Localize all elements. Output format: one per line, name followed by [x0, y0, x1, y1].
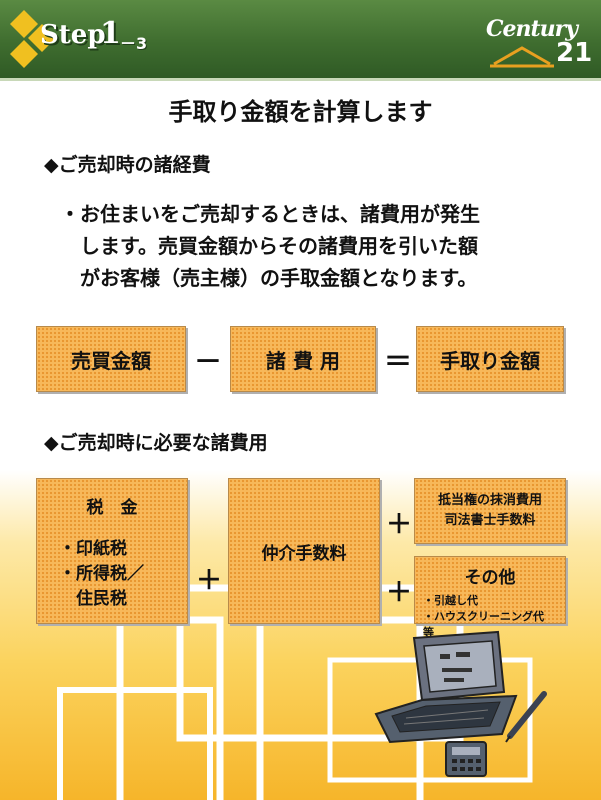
other-title: その他: [464, 568, 516, 588]
step-label: Step: [40, 20, 106, 50]
scrivener-line: 司法書士手数料: [444, 513, 536, 528]
net-proceeds-box: 手取り金額: [416, 326, 564, 392]
step-number: 1: [100, 16, 121, 51]
tax-item: 住民税: [59, 589, 127, 609]
equals-operator: ＝: [384, 345, 413, 378]
other-item: ・ハウスクリーニング代 等: [423, 610, 555, 639]
section-heading-expenses: ◆ご売却時の諸経費: [44, 154, 211, 176]
other-costs-box: その他 ・引越し代 ・ハウスクリーニング代 等: [414, 556, 566, 639]
mortgage-cancellation-box: 抵当権の抹消費用 司法書士手数料: [414, 478, 566, 544]
explanation-line: ・お住まいをご売却するときは、諸費用が発生: [60, 202, 480, 226]
logo-wordmark: Century: [486, 16, 578, 42]
century21-logo-icon: [490, 46, 554, 68]
logo-number: 21: [556, 38, 593, 68]
laptop-illustration-icon: [374, 630, 547, 777]
header-band: Step 1 －3 Century 21: [0, 0, 601, 81]
expenses-box: 諸 費 用: [230, 326, 376, 392]
other-item: ・引越し代: [423, 594, 478, 607]
tax-item: ・印紙税: [59, 539, 127, 559]
sale-price-box: 売買金額: [36, 326, 186, 392]
mortgage-line: 抵当権の抹消費用: [437, 493, 542, 508]
section-heading-required-costs: ◆ご売却時に必要な諸費用: [44, 432, 268, 454]
tax-title: 税 金: [86, 498, 138, 518]
plus-operator: ＋: [196, 566, 223, 596]
brokerage-fee-box: 仲介手数料: [228, 478, 380, 624]
plus-operator: ＋: [386, 578, 413, 608]
explanation-line: がお客様（売主様）の手取金額となります。: [80, 266, 478, 290]
diamond-logo-icon: [10, 10, 56, 68]
page-title: 手取り金額を計算します: [168, 98, 433, 126]
tax-item: ・所得税／: [59, 564, 144, 584]
minus-operator: －: [194, 345, 223, 378]
tax-items: ・印紙税 ・所得税／ 住民税: [59, 537, 144, 612]
explanation-line: します。売買金額からその諸費用を引いた額: [80, 234, 478, 258]
tax-box: 税 金 ・印紙税 ・所得税／ 住民税: [36, 478, 188, 624]
plus-operator: ＋: [386, 510, 413, 540]
step-sub-number: －3: [120, 34, 148, 53]
other-items: ・引越し代 ・ハウスクリーニング代 等: [423, 593, 565, 641]
explanation-paragraph: ・お住まいをご売却するときは、諸費用が発生 します。売買金額からその諸費用を引い…: [60, 198, 580, 294]
